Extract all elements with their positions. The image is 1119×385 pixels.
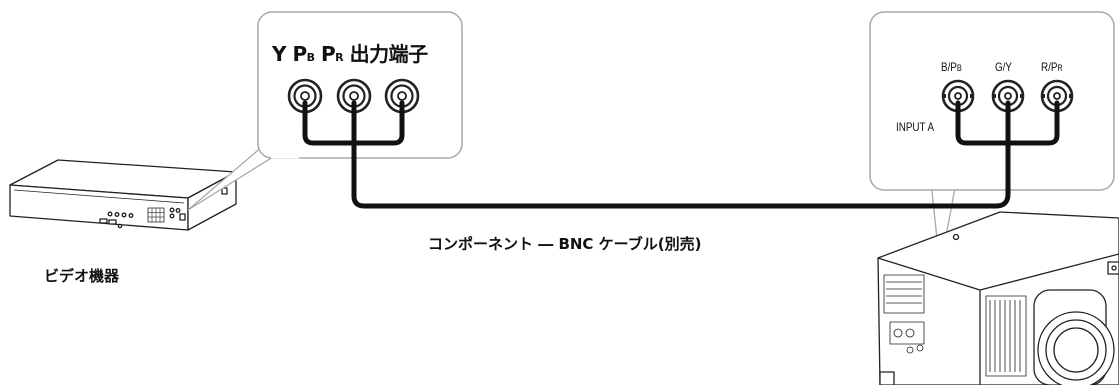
bnc-connector-bpb — [941, 79, 975, 113]
cable — [302, 100, 1060, 209]
port-label-gy: G/Y — [995, 60, 1012, 74]
input-a-label: INPUT A — [896, 120, 935, 134]
bnc-connector-gy — [991, 79, 1025, 113]
cable-label: コンポーネント ― BNC ケーブル(別売) — [428, 235, 702, 253]
video-device-illustration — [9, 159, 237, 231]
port-label-rpr: R/PR — [1041, 60, 1063, 74]
projector-illustration — [877, 211, 1119, 385]
bnc-connector-rpr — [1040, 79, 1074, 113]
rca-jack-y — [287, 78, 323, 114]
source-terminal-title: Y PB PR 出力端子 — [272, 42, 428, 66]
port-label-bpb: B/PB — [941, 60, 962, 74]
destination-callout — [869, 11, 1115, 269]
video-device-label: ビデオ機器 — [44, 267, 120, 285]
